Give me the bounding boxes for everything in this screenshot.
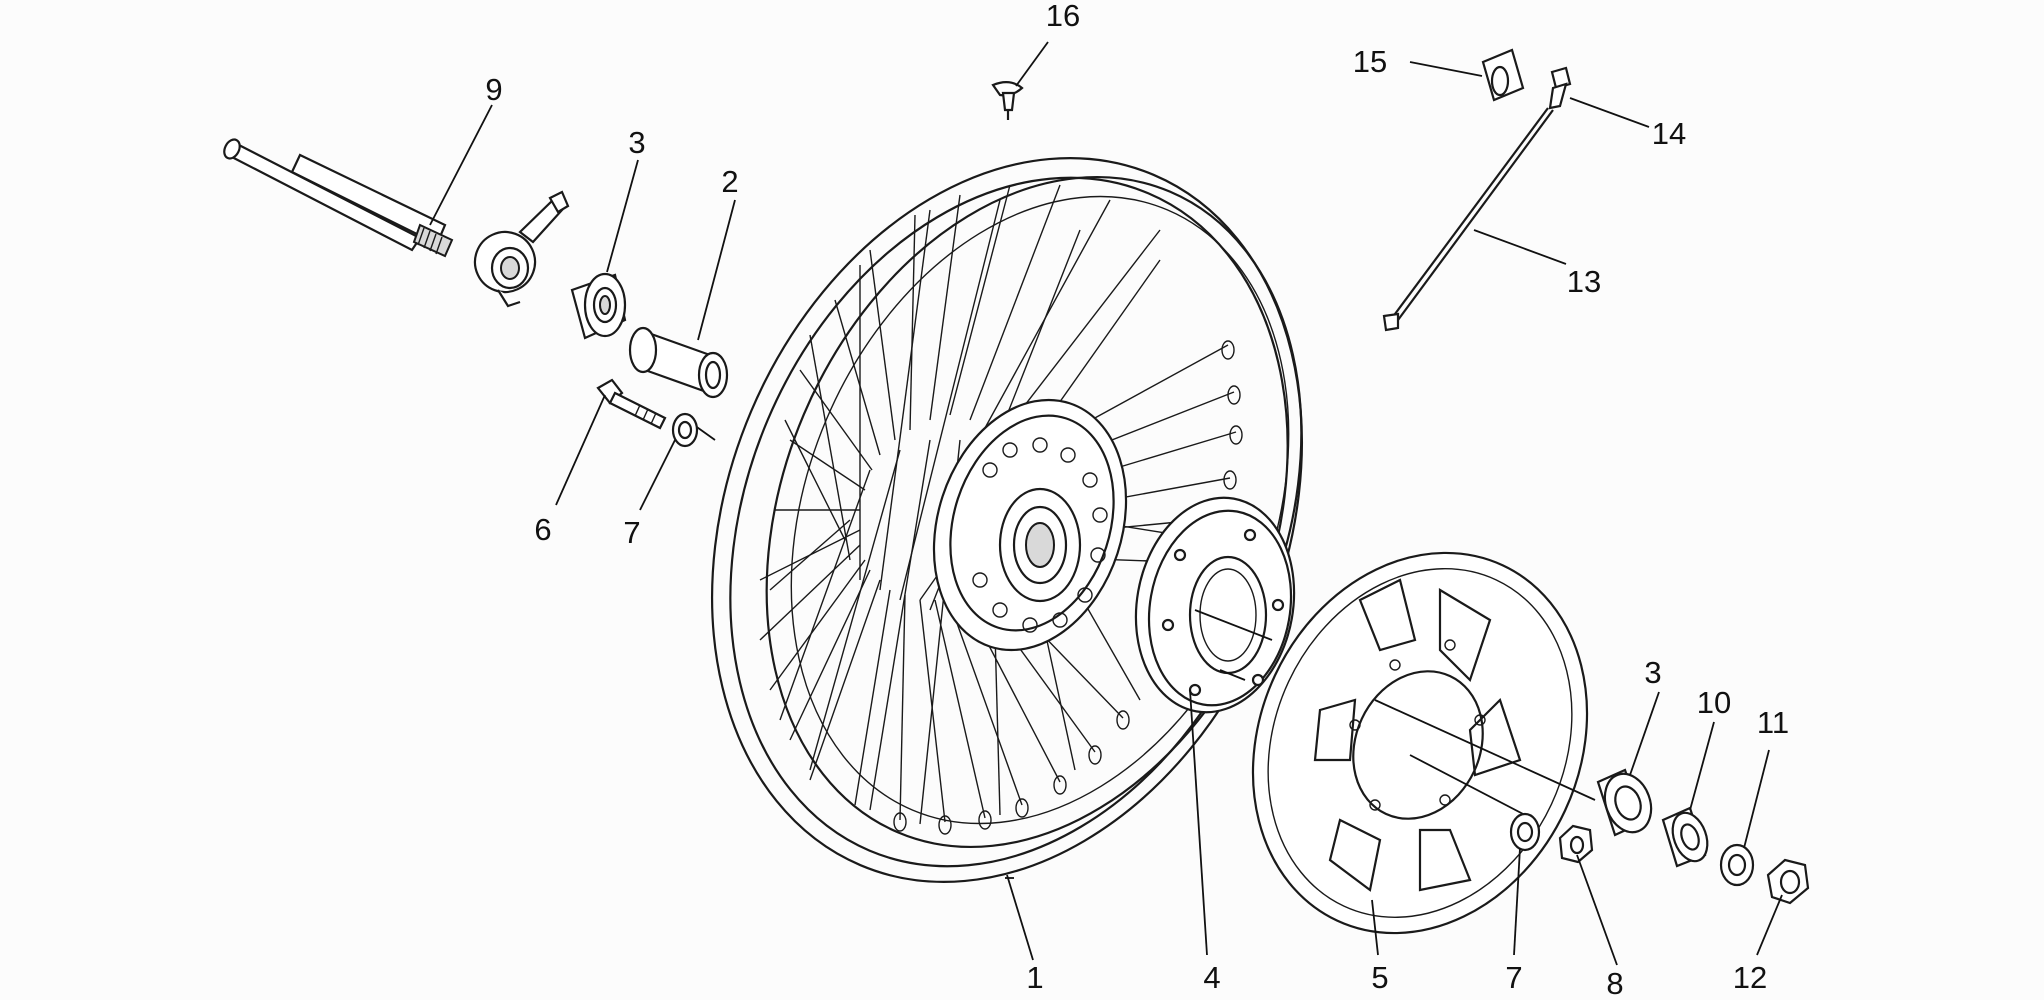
spacer-right	[1661, 806, 1709, 868]
callout-16: 16	[1046, 0, 1080, 33]
callout-10: 10	[1697, 685, 1731, 720]
spoke-screw	[1548, 66, 1572, 110]
callout-7-left: 7	[623, 515, 640, 550]
brake-disc	[1251, 551, 1589, 935]
spoke-nipple	[1481, 48, 1525, 102]
callout-labels: 1 2 3 3 4 5 6 7 7 8 9 10 11 12 13 14 15 …	[485, 0, 1789, 1000]
callout-9: 9	[485, 72, 502, 107]
callout-5: 5	[1371, 960, 1388, 995]
spoke	[1382, 107, 1554, 332]
axle-nut	[1766, 858, 1810, 905]
callout-3-right: 3	[1644, 655, 1661, 690]
washer-right	[1719, 843, 1755, 887]
speedometer-drive	[473, 190, 570, 308]
callout-13: 13	[1567, 264, 1601, 299]
callout-3-left: 3	[628, 125, 645, 160]
callout-4: 4	[1203, 960, 1220, 995]
callout-6: 6	[534, 512, 551, 547]
valve-core	[991, 81, 1024, 120]
bearing-left	[570, 272, 627, 340]
callout-14: 14	[1652, 116, 1686, 151]
screw	[596, 378, 667, 430]
bearing-right	[1596, 768, 1653, 837]
callout-11: 11	[1757, 705, 1789, 740]
callout-7-right: 7	[1505, 960, 1522, 995]
leader-lines	[429, 41, 1783, 966]
spacer-tube	[628, 326, 729, 399]
disc-carrier	[1134, 496, 1296, 714]
callout-12: 12	[1733, 960, 1767, 995]
callout-2: 2	[721, 164, 738, 199]
washer-disc	[1509, 812, 1541, 852]
disc-nut	[1558, 824, 1594, 864]
callout-15: 15	[1353, 44, 1387, 79]
callout-8: 8	[1606, 966, 1623, 1000]
washer-left	[671, 412, 699, 448]
wheel-hub	[932, 398, 1128, 652]
wheel-axle	[223, 138, 454, 258]
callout-1: 1	[1026, 960, 1043, 995]
